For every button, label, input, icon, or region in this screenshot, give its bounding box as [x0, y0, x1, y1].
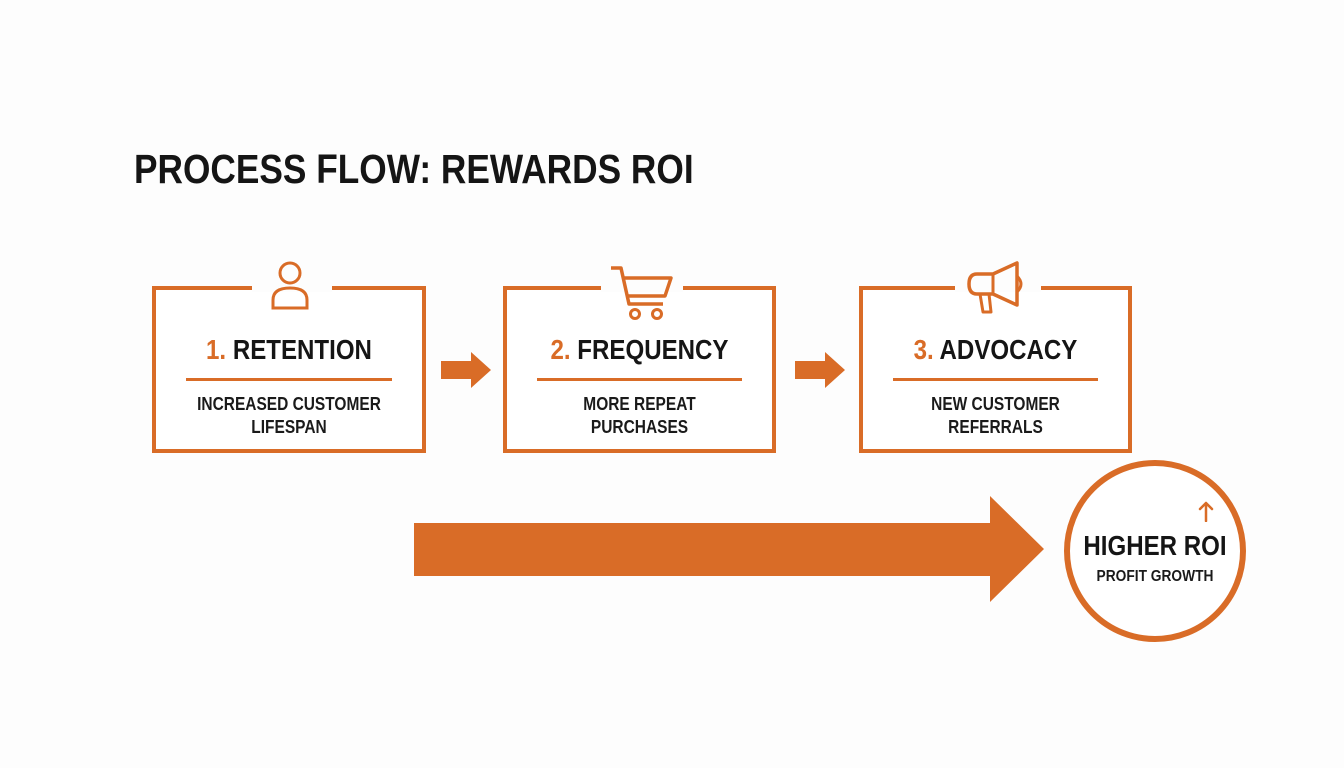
step-label: RETENTION [232, 334, 372, 365]
arrow-right-icon [441, 352, 491, 388]
desc-line: INCREASED CUSTOMER [197, 394, 381, 414]
step-description: MORE REPEAT PURCHASES [526, 393, 754, 439]
step-number: 1. [206, 334, 227, 365]
outcome-circle: HIGHER ROI PROFIT GROWTH [1064, 460, 1246, 642]
step-number: 2. [550, 334, 571, 365]
divider [537, 378, 742, 381]
step-box-retention: 1. RETENTION INCREASED CUSTOMER LIFESPAN [152, 261, 426, 453]
border-gap [955, 284, 1041, 292]
divider [186, 378, 392, 381]
desc-line: REFERRALS [948, 417, 1043, 437]
step-label: ADVOCACY [939, 334, 1078, 365]
step-box-frequency: 2. FREQUENCY MORE REPEAT PURCHASES [503, 266, 776, 453]
desc-line: PURCHASES [590, 417, 689, 437]
step-description: INCREASED CUSTOMER LIFESPAN [175, 393, 404, 439]
step-heading: 1. RETENTION [175, 334, 404, 366]
step-label: FREQUENCY [577, 334, 729, 365]
step-number: 3. [913, 334, 934, 365]
desc-line: LIFESPAN [251, 417, 327, 437]
desc-line: NEW CUSTOMER [931, 394, 1060, 414]
shopping-cart-icon [611, 266, 673, 320]
border-gap [601, 284, 683, 292]
step-box-advocacy: 3. ADVOCACY NEW CUSTOMER REFERRALS [859, 261, 1132, 453]
arrow-up-icon [1198, 501, 1214, 522]
user-icon [271, 261, 309, 310]
outcome-title: HIGHER ROI [1083, 530, 1227, 561]
big-arrow-icon [414, 496, 1044, 602]
megaphone-icon [967, 261, 1023, 314]
divider [893, 378, 1098, 381]
outcome-subtitle: PROFIT GROWTH [1096, 568, 1214, 585]
arrow-right-icon [795, 352, 845, 388]
desc-line: MORE REPEAT [583, 394, 696, 414]
step-heading: 3. ADVOCACY [882, 334, 1110, 366]
step-description: NEW CUSTOMER REFERRALS [882, 393, 1110, 439]
step-heading: 2. FREQUENCY [526, 334, 754, 366]
diagram-title: PROCESS FLOW: REWARDS ROI [134, 146, 694, 192]
